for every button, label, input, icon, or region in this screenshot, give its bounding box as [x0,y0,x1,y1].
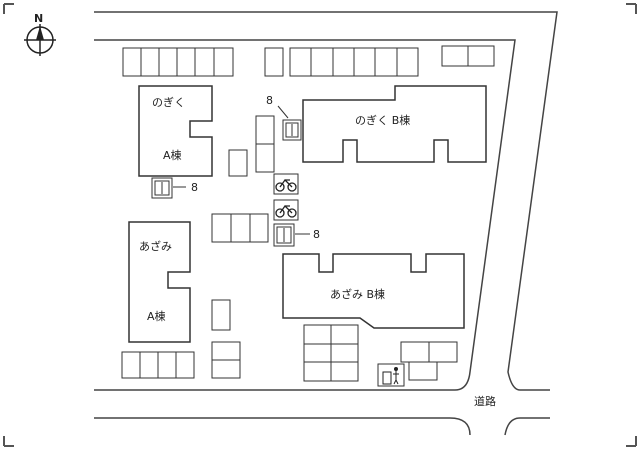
building-azami-b-name: あざみ B棟 [330,287,385,301]
parking-area-top-center [264,47,419,77]
building-nogiku-a-wing: A棟 [163,148,182,162]
compass-rose-icon: N [24,12,56,56]
building-nogiku-a-name: のぎく [152,95,185,109]
parking-area-bottom-center [303,324,359,382]
bike-lot-center-count: 8 [313,228,320,241]
bike-lot-nogiku-b: 8 [266,94,302,141]
bike-lot-nogiku-b-count: 8 [266,94,273,107]
building-nogiku-b: のぎく B棟 [302,85,487,163]
bike-lot-nogiku-a-count: 8 [191,181,198,194]
building-azami-a-name: あざみ [139,239,172,253]
building-nogiku-a: のぎく A棟 [138,85,213,177]
bike-lot-nogiku-a: 8 [151,177,198,199]
compass-north-label: N [34,12,43,25]
parking-area-top-right [441,45,495,67]
building-azami-b: あざみ B棟 [282,253,465,329]
building-nogiku-b-name: のぎく B棟 [355,113,410,127]
parking-area-top-left [122,47,234,77]
parking-area-center [211,115,275,331]
road-label: 道路 [474,394,496,408]
corner-marks [3,3,637,447]
road-outline [94,11,558,436]
bicycle-icon [273,199,299,221]
bicycle-icon [273,173,299,195]
parking-area-bottom-right [400,341,458,381]
building-azami-a: あざみ A棟 [128,221,191,343]
bike-lot-center: 8 [273,223,320,247]
garbage-station-icon [377,363,405,387]
building-azami-a-wing: A棟 [147,309,166,323]
parking-area-bottom-left [121,341,241,379]
